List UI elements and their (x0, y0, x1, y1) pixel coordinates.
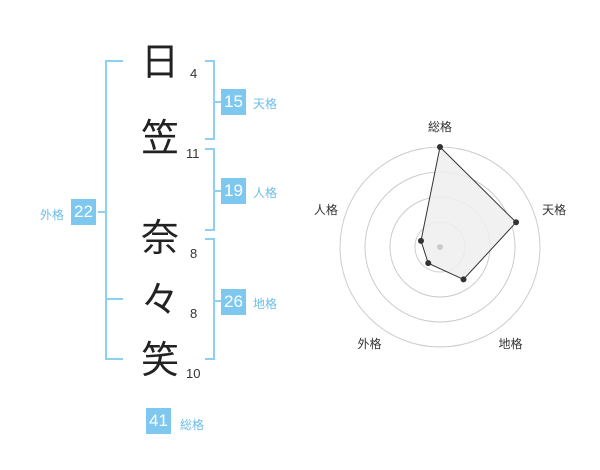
radar-points (417, 144, 520, 283)
radar-point-2 (513, 219, 520, 226)
tenkaku-label: 天格 (253, 97, 278, 111)
name-char-3: 奈 (140, 216, 179, 260)
tenkaku-badge: 15 (221, 89, 246, 115)
chikaku-connector (214, 300, 222, 302)
name-char-2: 笠 (140, 116, 179, 160)
chikaku-bracket (205, 238, 215, 360)
radar-axis-label-2: 天格 (542, 202, 566, 217)
gaikaku-label: 外格 (40, 208, 65, 222)
radar-point-1 (437, 144, 443, 150)
stroke-count-5: 10 (186, 366, 201, 381)
jinkaku-connector (214, 190, 222, 192)
name-char-1: 日 (140, 40, 179, 84)
chikaku-label: 地格 (253, 297, 278, 311)
tenkaku-bracket (205, 60, 215, 140)
radar-point-4 (425, 260, 432, 267)
gaikaku-badge: 22 (71, 199, 96, 225)
soukaku-label: 総格 (180, 418, 205, 432)
radar-axis-label-5: 人格 (314, 202, 338, 217)
name-char-4: 々 (140, 278, 179, 322)
tenkaku-connector (214, 101, 222, 103)
jinkaku-label: 人格 (253, 186, 278, 200)
stroke-count-4: 8 (190, 306, 198, 321)
stroke-count-1: 4 (190, 66, 198, 81)
radar-data-polygon (420, 145, 517, 281)
soukaku-badge: 41 (146, 408, 171, 434)
name-char-5: 笑 (140, 338, 179, 382)
stroke-count-2: 11 (186, 146, 200, 161)
radar-point-3 (460, 276, 467, 283)
stroke-count-3: 8 (190, 246, 198, 261)
radar-center-dot (437, 244, 443, 250)
chikaku-badge: 26 (221, 289, 246, 315)
radar-point-5 (417, 237, 424, 244)
radar-axis-label-1: 総格 (428, 119, 452, 134)
gaikaku-bracket (105, 60, 123, 360)
gaikaku-bracket-split (105, 298, 123, 300)
jinkaku-badge: 19 (221, 178, 246, 204)
gaikaku-bracket-connector (98, 211, 106, 213)
radar-axis-label-4: 外格 (357, 336, 381, 351)
jinkaku-bracket (205, 148, 215, 231)
radar-axis-label-3: 地格 (499, 336, 523, 351)
